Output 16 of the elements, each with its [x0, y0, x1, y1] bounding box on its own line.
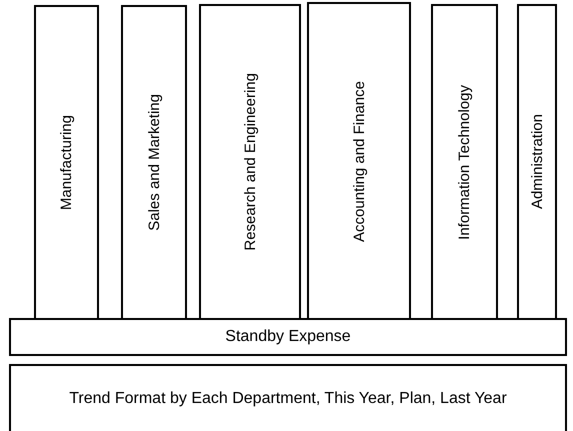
department-column	[34, 5, 99, 320]
department-label: Research and Engineering	[242, 73, 258, 251]
department-label: Accounting and Finance	[350, 80, 368, 242]
base-band	[9, 364, 567, 431]
band-label: Standby Expense	[224, 327, 352, 348]
department-column	[199, 4, 301, 320]
department-label: Sales and Marketing	[146, 94, 162, 231]
department-column	[517, 4, 557, 320]
base-band	[9, 318, 567, 356]
department-label: Administration	[528, 114, 546, 210]
department-label: Manufacturing	[58, 114, 75, 210]
band-label: Trend Format by Each Department, This Year, Plan, Last Year	[68, 388, 508, 409]
department-column	[121, 5, 187, 320]
department-column	[307, 2, 411, 320]
department-label: Information Technology	[456, 84, 473, 240]
department-column	[431, 4, 498, 320]
